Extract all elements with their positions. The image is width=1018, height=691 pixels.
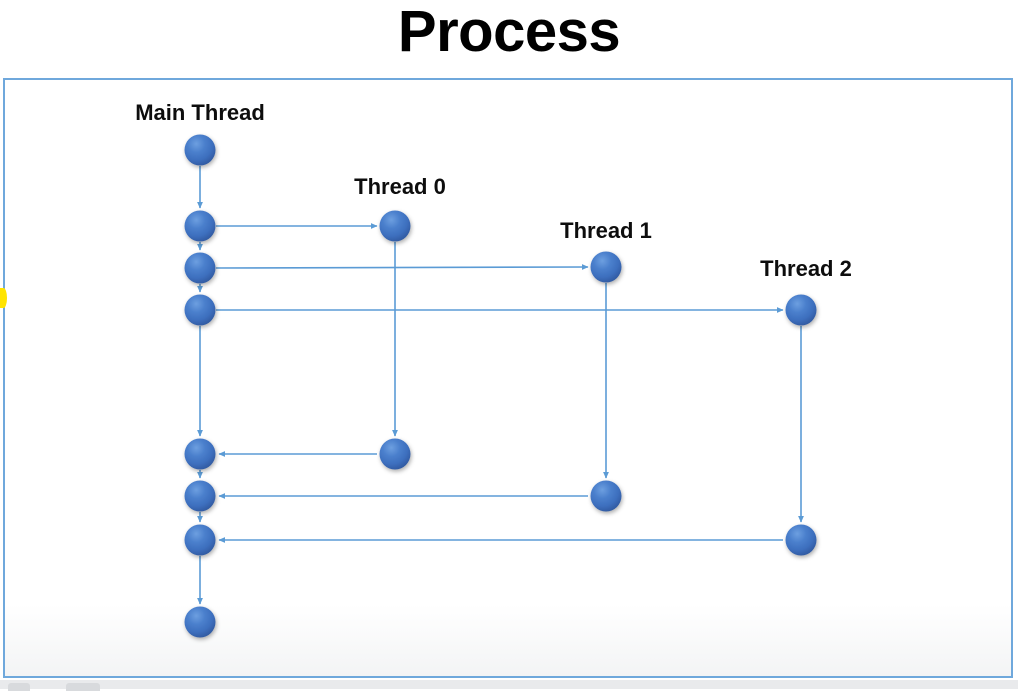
taskbar-item-1[interactable] bbox=[8, 683, 30, 691]
column-label-thread-0: Thread 0 bbox=[354, 174, 446, 199]
column-label-thread-1: Thread 1 bbox=[560, 218, 652, 243]
column-label-thread-2: Thread 2 bbox=[760, 256, 852, 281]
edge-accent-marker bbox=[0, 288, 7, 308]
column-label-main-thread: Main Thread bbox=[135, 100, 265, 125]
content-frame bbox=[3, 78, 1013, 678]
page-title: Process bbox=[397, 0, 621, 64]
window-bottom-strip bbox=[0, 680, 1018, 689]
taskbar-item-2[interactable] bbox=[66, 683, 100, 691]
